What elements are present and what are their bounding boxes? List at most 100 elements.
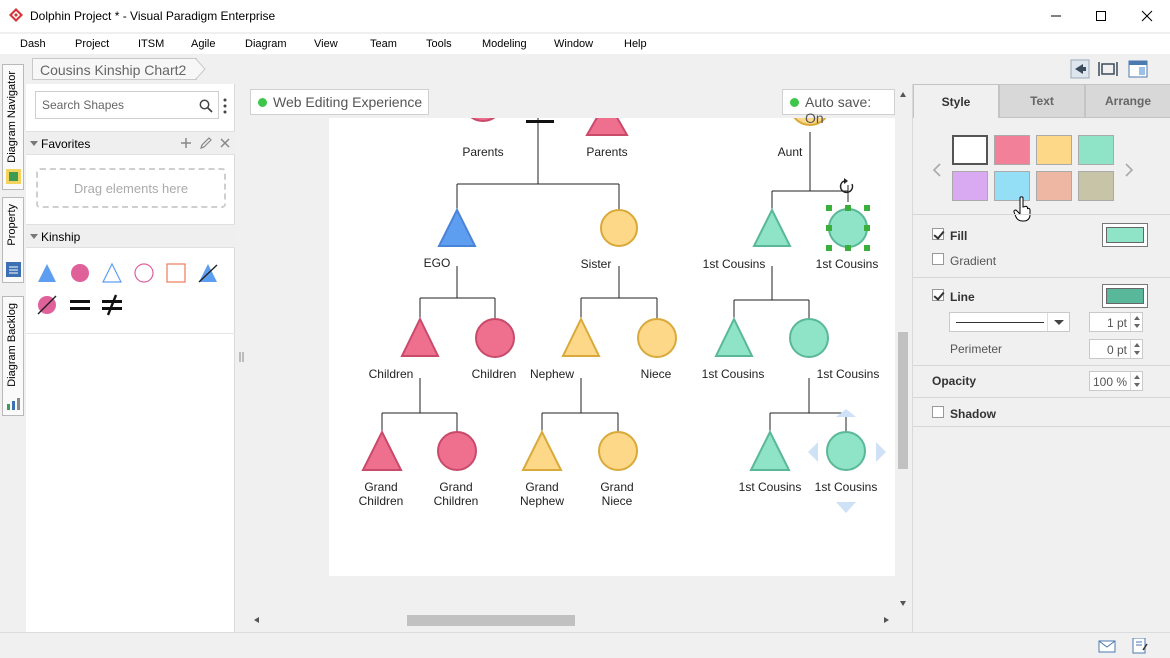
line-color-picker[interactable] [1102, 284, 1148, 308]
notes-icon[interactable] [1130, 638, 1148, 654]
edit-pencil-icon[interactable] [199, 136, 213, 150]
vertical-scrollbar[interactable] [895, 87, 912, 612]
fit-to-window-icon[interactable] [1098, 59, 1118, 79]
vertical-scroll-thumb[interactable] [898, 332, 908, 469]
horizontal-scrollbar[interactable] [248, 612, 895, 630]
grand-niece-node[interactable] [598, 431, 638, 471]
swatch-khaki[interactable] [1078, 171, 1114, 201]
tab-diagram-backlog[interactable]: Diagram Backlog [2, 296, 24, 416]
scroll-right-icon[interactable] [884, 617, 889, 623]
unknown-square-shape[interactable] [164, 261, 188, 285]
diagram-canvas[interactable]: Parents Parents Aunt EGO Sister 1st Cous… [248, 87, 895, 612]
search-input[interactable] [42, 98, 192, 112]
stepper-arrows-icon[interactable] [1130, 372, 1142, 390]
minimize-button[interactable] [1033, 0, 1079, 32]
divorce-not-equals-shape[interactable] [100, 293, 124, 317]
swatch-purple[interactable] [952, 171, 988, 201]
palette-prev-icon[interactable] [932, 163, 942, 177]
cousin-node-4[interactable] [789, 318, 829, 358]
menu-itsm[interactable]: ITSM [138, 38, 165, 50]
deceased-female-shape[interactable] [35, 293, 59, 317]
swatch-light-blue[interactable] [994, 171, 1030, 201]
ego-node[interactable] [437, 207, 477, 247]
close-window-button[interactable] [1124, 0, 1170, 32]
fill-color-picker[interactable] [1102, 223, 1148, 247]
menu-diagram[interactable]: Diagram [245, 38, 287, 50]
web-editing-chip[interactable]: Web Editing Experience [250, 89, 430, 115]
cousin-node-6[interactable] [826, 431, 866, 471]
scroll-left-icon[interactable] [254, 617, 259, 623]
more-options-icon[interactable] [222, 97, 228, 115]
dropdown-button[interactable] [1047, 313, 1069, 331]
menu-dash[interactable]: Dash [20, 38, 46, 50]
child-node-1[interactable] [400, 316, 440, 357]
grandchild-node-1[interactable] [361, 429, 403, 471]
menu-tools[interactable]: Tools [426, 38, 452, 50]
line-style-select[interactable] [949, 312, 1070, 332]
tab-diagram-navigator[interactable]: Diagram Navigator [2, 64, 24, 190]
tab-style[interactable]: Style [913, 84, 999, 118]
line-weight-stepper[interactable]: 1 pt [1089, 312, 1143, 332]
cousin-node-1[interactable] [752, 207, 792, 247]
tab-property[interactable]: Property [2, 197, 24, 283]
sister-node[interactable] [600, 209, 638, 247]
swatch-green[interactable] [1078, 135, 1114, 165]
female-outline-shape[interactable] [132, 261, 156, 285]
perimeter-stepper[interactable]: 0 pt [1089, 339, 1143, 359]
stepper-arrows-icon[interactable] [1130, 313, 1142, 331]
tab-text[interactable]: Text [999, 84, 1085, 118]
opacity-stepper[interactable]: 100 % [1089, 371, 1143, 391]
autosave-chip[interactable]: Auto save: On [782, 89, 895, 126]
label-cousin-4: 1st Cousins [817, 367, 880, 381]
search-icon[interactable] [199, 99, 213, 113]
swatch-white[interactable] [952, 135, 988, 165]
child-node-2[interactable] [475, 318, 515, 358]
hover-nav-arrows[interactable] [808, 409, 886, 513]
swatch-pink[interactable] [994, 135, 1030, 165]
menu-team[interactable]: Team [370, 38, 397, 50]
nephew-node[interactable] [561, 316, 601, 357]
swatch-yellow[interactable] [1036, 135, 1072, 165]
palette-next-icon[interactable] [1124, 163, 1134, 177]
menu-modeling[interactable]: Modeling [482, 38, 527, 50]
menu-view[interactable]: View [314, 38, 338, 50]
cousin-node-5[interactable] [749, 429, 791, 471]
male-outline-shape[interactable] [100, 261, 124, 285]
swatch-salmon[interactable] [1036, 171, 1072, 201]
male-triangle-shape[interactable] [35, 261, 59, 285]
marriage-equals-shape[interactable] [68, 293, 92, 317]
rotate-handle-icon[interactable] [839, 178, 854, 194]
maximize-button[interactable] [1078, 0, 1124, 32]
kinship-header[interactable]: Kinship [26, 224, 235, 248]
add-icon[interactable] [179, 136, 193, 150]
cousin-node-2-selected[interactable] [828, 208, 868, 248]
fill-checkbox[interactable] [932, 228, 944, 240]
line-checkbox[interactable] [932, 289, 944, 301]
cousin-node-3[interactable] [714, 316, 754, 357]
menu-project[interactable]: Project [75, 38, 110, 50]
menu-window[interactable]: Window [554, 38, 594, 50]
tab-arrange[interactable]: Arrange [1085, 84, 1170, 118]
remove-icon[interactable] [218, 136, 232, 150]
stepper-arrows-icon[interactable] [1130, 340, 1142, 358]
female-circle-shape[interactable] [68, 261, 92, 285]
scroll-up-icon[interactable] [900, 92, 906, 97]
favorites-drop-zone[interactable]: Drag elements here [36, 168, 226, 208]
selection-handles[interactable] [826, 205, 870, 251]
favorites-header[interactable]: Favorites [26, 131, 235, 155]
mail-icon[interactable] [1098, 638, 1116, 654]
grandchild-node-2[interactable] [437, 431, 477, 471]
menu-help[interactable]: Help [624, 38, 647, 50]
shadow-checkbox[interactable] [932, 406, 944, 418]
pin-toolbar-icon[interactable] [1070, 59, 1090, 79]
gradient-checkbox[interactable] [932, 253, 944, 265]
panel-splitter[interactable] [235, 84, 248, 632]
layout-panel-icon[interactable] [1128, 59, 1148, 79]
grand-nephew-node[interactable] [521, 429, 563, 471]
scroll-down-icon[interactable] [900, 601, 906, 606]
breadcrumb[interactable]: Cousins Kinship Chart2 [32, 58, 198, 80]
deceased-male-shape[interactable] [196, 261, 220, 285]
horizontal-scroll-thumb[interactable] [407, 615, 575, 626]
niece-node[interactable] [637, 318, 677, 358]
menu-agile[interactable]: Agile [191, 38, 216, 50]
